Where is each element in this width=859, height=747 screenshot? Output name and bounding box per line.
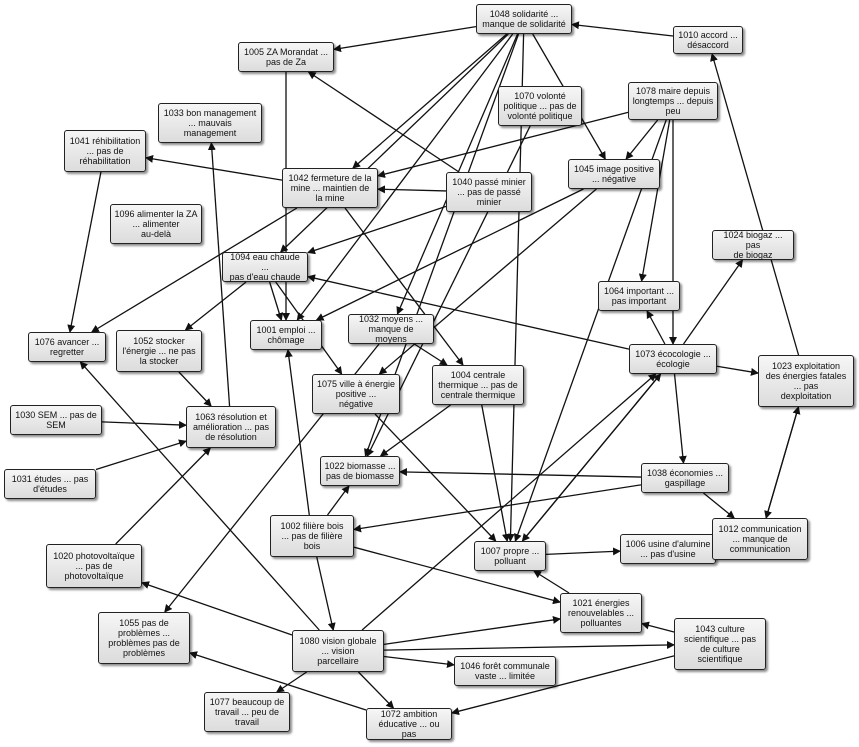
edge-1004-1022	[379, 404, 451, 457]
node-1031[interactable]: 1031 études ... pas d'études	[4, 469, 96, 499]
edge-1021-1007	[533, 570, 570, 594]
edge-1052-1063	[178, 371, 212, 407]
edge-1094-1001	[269, 281, 284, 321]
edge-1080-1072	[357, 671, 395, 709]
edge-1038-1022	[399, 468, 642, 478]
node-1076[interactable]: 1076 avancer ... regretter	[28, 332, 106, 362]
edge-1048-1094	[279, 33, 509, 253]
edge-1038-1012	[703, 492, 735, 519]
edge-1023-1010	[710, 53, 800, 356]
node-1072[interactable]: 1072 ambition éducative ... ou pas	[366, 708, 452, 740]
node-1055[interactable]: 1055 pas de problèmes ... problèmes pas …	[98, 612, 190, 664]
edge-1010-1048	[571, 21, 674, 37]
edge-1094-1052	[184, 281, 247, 331]
node-1096[interactable]: 1096 alimenter la ZA ... alimenter au-de…	[110, 204, 202, 244]
node-1030[interactable]: 1030 SEM ... pas de SEM	[10, 405, 102, 435]
edge-1040-1094	[307, 205, 447, 255]
edge-1002-1021	[353, 546, 561, 605]
edge-1073-1024	[682, 259, 744, 345]
edge-1080-1046	[383, 655, 455, 669]
node-1094[interactable]: 1094 eau chaude ... pas d'eau chaude	[222, 252, 308, 282]
edge-1080-1021	[383, 615, 561, 645]
node-1080[interactable]: 1080 vision globale ... vision parcellai…	[292, 630, 384, 672]
edge-1038-1002	[353, 484, 642, 533]
edge-1043-1021	[641, 621, 675, 633]
node-1023[interactable]: 1023 exploitation des énergies fatales .…	[758, 355, 854, 407]
node-1022[interactable]: 1022 biomasse ... pas de biomasse	[320, 456, 400, 486]
edge-1048-1005	[333, 26, 477, 53]
edge-1080-1073	[361, 373, 657, 631]
edge-1073-1007	[521, 373, 662, 542]
node-1005[interactable]: 1005 ZA Morandat ... pas de Za	[238, 42, 334, 72]
edge-1080-1043	[383, 640, 675, 651]
edge-1041-1076	[67, 171, 102, 333]
edge-1078-1064	[638, 119, 671, 282]
node-1021[interactable]: 1021 énergies renouvelables ... polluant…	[560, 593, 642, 633]
edge-1040-1042	[377, 185, 447, 194]
edge-1045-1001	[315, 188, 584, 321]
edge-1072-1055	[189, 651, 367, 711]
node-1041[interactable]: 1041 réhibilitation ... pas de réhabilit…	[64, 130, 146, 172]
node-1042[interactable]: 1042 fermeture de la mine ... maintien d…	[282, 168, 378, 208]
node-1046[interactable]: 1046 forêt communale vaste ... limitée	[454, 656, 556, 686]
edge-1002-1080	[316, 556, 336, 631]
edge-1073-1023	[716, 365, 759, 376]
node-1048[interactable]: 1048 solidarité ... manque de solidarité	[476, 4, 572, 34]
node-1024[interactable]: 1024 biogaz ... pas de biogaz	[712, 230, 794, 260]
node-1075[interactable]: 1075 ville à énergie positive ... négati…	[312, 374, 400, 414]
node-1073[interactable]: 1073 écocologie ... écologie	[629, 344, 717, 374]
edge-1063-1033	[207, 142, 231, 407]
edge-1002-1022	[326, 485, 350, 516]
node-1012[interactable]: 1012 communication ... manque de communi…	[712, 518, 808, 560]
node-1038[interactable]: 1038 économies ... gaspillage	[641, 463, 729, 493]
node-1052[interactable]: 1052 stocker l'énergie ... ne pas la sto…	[116, 330, 202, 372]
edge-1042-1076	[90, 207, 298, 333]
edge-1048-1042	[352, 33, 508, 169]
edge-1043-1072	[451, 655, 675, 716]
edge-1040-1005	[307, 71, 460, 173]
node-1033[interactable]: 1033 bon management ... mauvais manageme…	[158, 103, 262, 143]
edge-1075-1007	[374, 413, 497, 542]
edge-1078-1042	[377, 111, 629, 178]
node-1070[interactable]: 1070 volonté politique ... pas de volont…	[498, 86, 582, 126]
edge-1007-1006	[545, 547, 621, 556]
edge-1042-1041	[145, 154, 283, 181]
node-1077[interactable]: 1077 beaucoup de travail ... peu de trav…	[204, 692, 290, 732]
edge-1073-1094	[307, 274, 630, 350]
node-1063[interactable]: 1063 résolution et amélioration ... pas …	[186, 406, 276, 448]
node-1001[interactable]: 1001 emploi ... chômage	[250, 320, 322, 350]
edge-1030-1063	[101, 420, 187, 429]
edge-1023-1012	[764, 406, 800, 519]
edge-1073-1038	[673, 373, 687, 464]
edge-1048-1001	[296, 33, 514, 321]
node-1010[interactable]: 1010 accord ... désaccord	[673, 26, 743, 54]
edge-1078-1007	[513, 119, 667, 542]
node-1045[interactable]: 1045 image positive ... négative	[568, 159, 660, 189]
edge-1042-1004	[344, 207, 464, 366]
node-1040[interactable]: 1040 passé minier ... pas de passé minie…	[446, 172, 532, 212]
edge-1002-1001	[284, 349, 310, 516]
node-1004[interactable]: 1004 centrale thermique ... pas de centr…	[432, 365, 524, 405]
edge-1078-1045	[625, 119, 659, 160]
edge-1080-1020	[141, 581, 293, 636]
node-1064[interactable]: 1064 important ... pas important	[598, 281, 680, 311]
edge-1032-1004	[413, 343, 448, 366]
node-1006[interactable]: 1006 usine d'alumine ... pas d'usine	[620, 534, 716, 564]
edge-1080-1077	[276, 671, 308, 693]
node-1032[interactable]: 1032 moyens ... manque de moyens	[348, 314, 434, 344]
edge-1080-1076	[79, 361, 320, 631]
edge-1020-1063	[115, 447, 212, 545]
node-1002[interactable]: 1002 filière bois ... pas de filière boi…	[270, 515, 354, 557]
node-1078[interactable]: 1078 maire depuis longtemps ... depuis p…	[628, 82, 718, 120]
edge-1004-1007	[481, 404, 510, 542]
node-1043[interactable]: 1043 culture scientifique ... pas de cul…	[674, 618, 766, 670]
edge-1073-1064	[646, 310, 666, 345]
node-1020[interactable]: 1020 photovoltaïque ... pas de photovolt…	[46, 544, 142, 588]
node-1007[interactable]: 1007 propre ... polluant	[474, 541, 546, 571]
edge-1031-1063	[95, 439, 187, 471]
